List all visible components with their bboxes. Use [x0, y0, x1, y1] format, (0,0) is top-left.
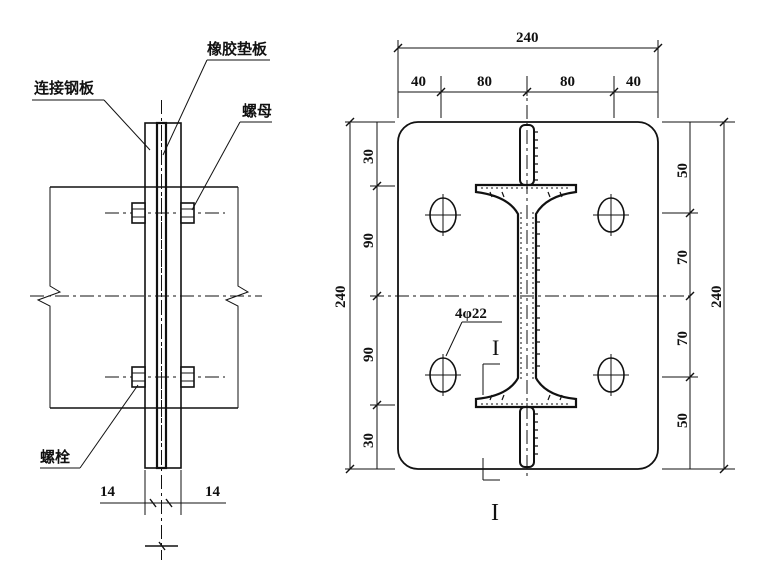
dim-left-seg-3: 90 [361, 347, 377, 362]
bolt-hole-top-left [425, 194, 461, 236]
nut-upper-left [131, 202, 146, 224]
dim-right-total: 240 [709, 286, 725, 309]
side-view: 橡胶垫板 连接钢板 螺母 螺栓 14 14 [30, 40, 272, 560]
nut-lower-left [131, 366, 146, 388]
leader-steel-plate [103, 99, 151, 151]
beam-right-break [224, 187, 250, 408]
bolt-hole-bottom-left [425, 354, 461, 396]
label-nut: 螺母 [242, 102, 272, 120]
dim-top-seg-4: 40 [626, 74, 641, 90]
dim-top-seg-3: 80 [560, 74, 575, 90]
leader-bolt [79, 384, 139, 469]
dim-right-seg-3: 70 [675, 331, 691, 346]
dim-top-seg-1: 40 [411, 74, 426, 90]
dim-right-seg-2: 70 [675, 250, 691, 265]
dim-right-14: 14 [205, 484, 221, 500]
dim-left-14: 14 [100, 484, 116, 500]
dim-left-seg-4: 30 [361, 433, 377, 448]
dim-total-width: 240 [516, 30, 539, 46]
label-bolt: 螺栓 [40, 448, 70, 466]
section-mark-top: I [492, 335, 499, 360]
dim-right-seg-4: 50 [675, 413, 691, 428]
label-rubber-pad: 橡胶垫板 [207, 40, 268, 58]
section-mark-bottom: I [491, 500, 499, 526]
bolt-hole-top-right [593, 194, 629, 236]
dim-left-total: 240 [333, 286, 349, 309]
dim-left-seg-1: 30 [361, 149, 377, 164]
label-steel-plate: 连接钢板 [34, 79, 95, 97]
leader-rubber-pad [162, 59, 208, 156]
dim-right-seg-1: 50 [675, 163, 691, 178]
nut-upper-right [180, 202, 195, 224]
hole-spec-label: 4φ22 [455, 306, 487, 322]
leader-nut [191, 121, 241, 211]
nut-lower-right [180, 366, 195, 388]
plan-view: 240 40 80 80 40 240 30 90 90 30 [333, 30, 735, 526]
bolt-hole-bottom-right [593, 354, 629, 396]
dim-left-seg-2: 90 [361, 233, 377, 248]
leader-hole-spec [445, 321, 463, 357]
dim-top-seg-2: 80 [477, 74, 492, 90]
i-beam-section [474, 124, 578, 468]
beam-left-break [36, 187, 62, 408]
